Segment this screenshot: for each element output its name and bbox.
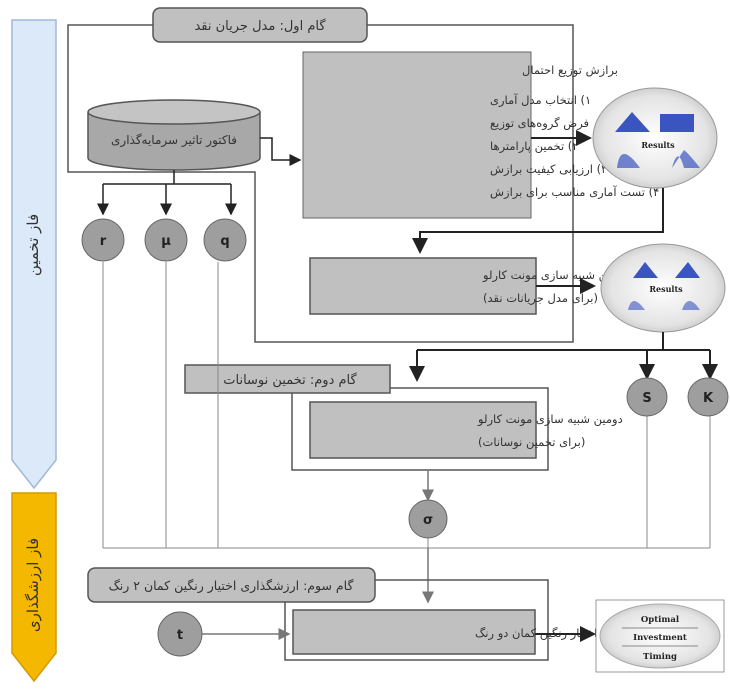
node-mu: μ (144, 218, 188, 262)
svg-text:r: r (100, 234, 107, 249)
fitting-line-3: ۲) تخمین پارامترها (490, 139, 578, 154)
db-branch-bar (103, 170, 231, 185)
rainbow-option-box: اختیار رنگین کمان دو رنگ (292, 609, 597, 655)
fitting-title: برازش توزیع احتمال (522, 63, 618, 78)
svg-text:گام اول: مدل جریان نقد: گام اول: مدل جریان نقد (194, 18, 326, 34)
optimal-line-1: Optimal (641, 615, 680, 625)
optimal-line-2: Investment (633, 633, 687, 643)
node-q: q (203, 218, 247, 262)
svg-text:K: K (703, 391, 714, 406)
node-s: S (626, 377, 668, 417)
db-to-fitting-arrow (260, 137, 302, 166)
database-label: فاکتور تاثیر سرمایه‌گذاری (111, 133, 237, 148)
distribution-fitting-box: برازش توزیع احتمال ۱) انتخاب مدل آماری ف… (302, 51, 659, 219)
mc2-line-1: دومین شبیه سازی مونت کارلو (477, 412, 623, 427)
estimation-phase-label: فاز تخمین (24, 214, 42, 276)
svg-text:گام سوم: ارزشگذاری اختیار رنگی: گام سوم: ارزشگذاری اختیار رنگین کمان ۲ ر… (109, 578, 354, 594)
step2-header: گام دوم: تخمین نوسانات (184, 364, 391, 394)
svg-text:گام دوم: تخمین نوسانات: گام دوم: تخمین نوسانات (223, 372, 357, 388)
step1-header: گام اول: مدل جریان نقد (152, 7, 368, 43)
node-k: K (687, 377, 729, 417)
database-cylinder: فاکتور تاثیر سرمایه‌گذاری (87, 99, 261, 171)
mc2-line-2: (برای تخمین نوسانات) (478, 435, 585, 450)
valuation-phase-label: فاز ارزشگذاری (24, 538, 42, 632)
node-sigma: σ (408, 499, 448, 539)
results-to-mc1-arrow (412, 188, 664, 254)
svg-text:t: t (177, 628, 183, 643)
fitting-line-5: ۴) تست آماری مناسب برای برازش (490, 185, 659, 200)
results2-down-bar (417, 332, 710, 351)
node-t: t (157, 611, 203, 657)
svg-text:q: q (220, 234, 229, 249)
fitting-line-2: فرض گروه‌های توزیع (490, 116, 589, 131)
step1-frame (67, 24, 574, 343)
mc1-line-2: (برای مدل جریانات نقد) (483, 291, 598, 306)
optimal-investment-timing: Optimal Investment Timing (595, 599, 725, 673)
node-r: r (81, 218, 125, 262)
fitting-line-1: ۱) انتخاب مدل آماری (490, 93, 591, 108)
svg-text:σ: σ (423, 513, 433, 528)
results-1-label: Results (641, 140, 675, 150)
estimation-phase-arrow: فاز تخمین (11, 19, 57, 490)
step2-frame (291, 387, 549, 471)
valuation-phase-arrow: فاز ارزشگذاری (11, 492, 57, 683)
results-ellipse-2: Results (600, 243, 726, 333)
step3-header: گام سوم: ارزشگذاری اختیار رنگین کمان ۲ ر… (87, 567, 376, 603)
results-2-label: Results (649, 284, 683, 294)
fitting-line-4: ۳) ارزیابی کیفیت برازش (490, 162, 607, 177)
svg-text:μ: μ (161, 234, 171, 249)
monte-carlo-2-box: دومین شبیه سازی مونت کارلو (برای تخمین ن… (309, 401, 623, 459)
svg-text:S: S (642, 391, 651, 406)
results-ellipse-1: Results (592, 87, 718, 189)
optimal-line-3: Timing (643, 652, 677, 662)
